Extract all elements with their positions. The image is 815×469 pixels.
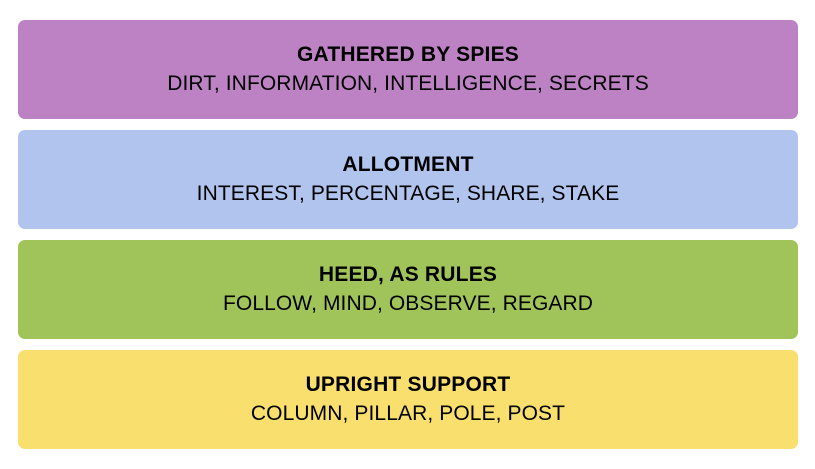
group-members-list: FOLLOW, MIND, OBSERVE, REGARD (222, 291, 594, 315)
solved-group-green: HEED, AS RULES FOLLOW, MIND, OBSERVE, RE… (18, 240, 798, 339)
group-category-title: GATHERED BY SPIES (296, 42, 519, 66)
solved-group-blue: ALLOTMENT INTEREST, PERCENTAGE, SHARE, S… (18, 130, 798, 229)
group-members-list: COLUMN, PILLAR, POLE, POST (250, 401, 566, 425)
group-members-list: INTEREST, PERCENTAGE, SHARE, STAKE (196, 181, 620, 205)
group-category-title: UPRIGHT SUPPORT (305, 372, 511, 396)
group-category-title: HEED, AS RULES (318, 262, 498, 286)
group-members-list: DIRT, INFORMATION, INTELLIGENCE, SECRETS (167, 71, 649, 95)
group-category-title: ALLOTMENT (342, 152, 474, 176)
solved-group-yellow: UPRIGHT SUPPORT COLUMN, PILLAR, POLE, PO… (18, 350, 798, 449)
solved-group-purple: GATHERED BY SPIES DIRT, INFORMATION, INT… (18, 20, 798, 119)
